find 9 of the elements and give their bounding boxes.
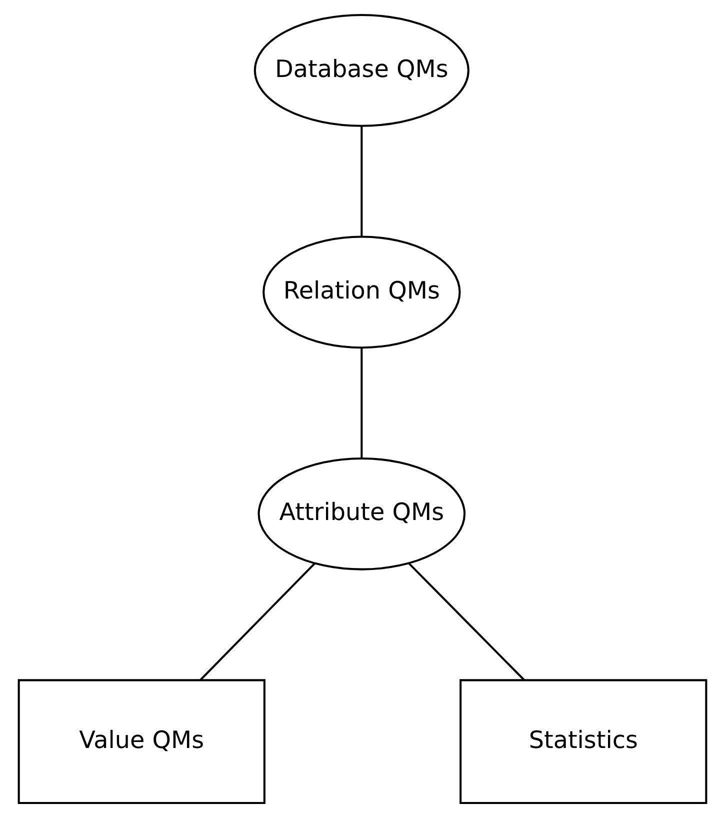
connector	[360, 348, 363, 458]
connector	[360, 126, 363, 236]
connector	[200, 563, 316, 681]
node-box: Statistics	[460, 679, 708, 804]
connector	[408, 563, 525, 681]
node-ellipse: Database QMs	[254, 14, 470, 127]
node-ellipse: Attribute QMs	[258, 457, 466, 570]
node-ellipse: Relation QMs	[262, 236, 461, 349]
node-box: Value QMs	[18, 679, 266, 804]
